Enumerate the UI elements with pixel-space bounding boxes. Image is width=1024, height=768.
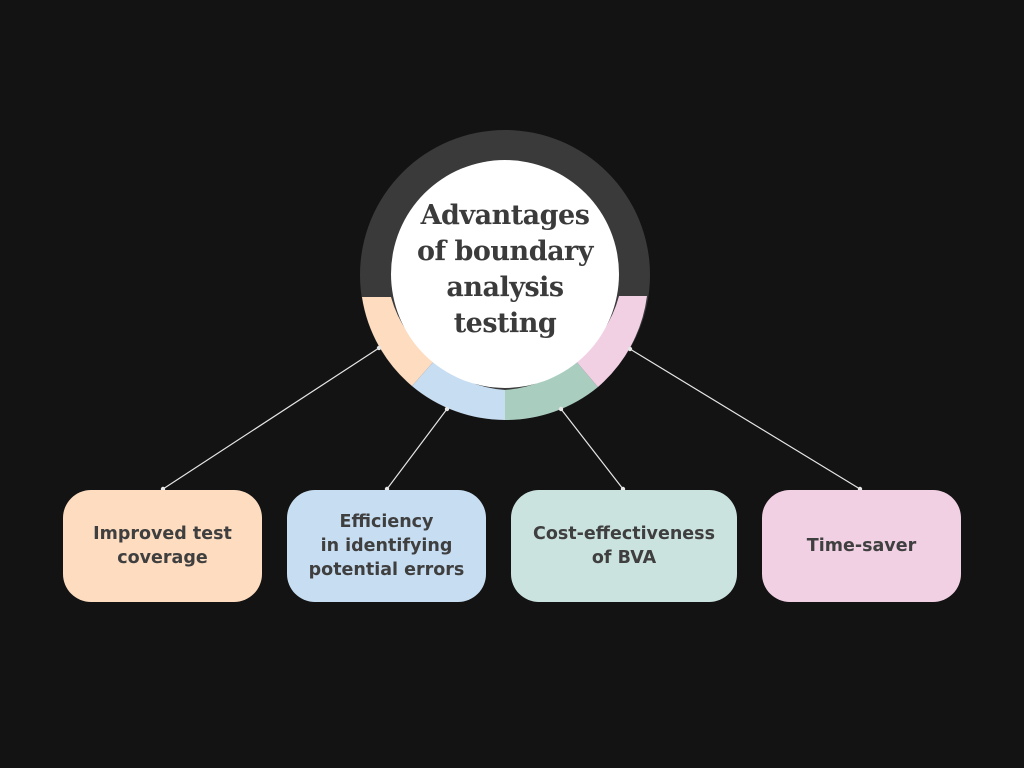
ring-segment-blue [412,360,505,420]
connector-line-4 [629,348,861,490]
ring-segment-pink [575,296,647,387]
advantage-box-time-saver: Time-saver [762,490,961,602]
advantage-box-efficiency: Efficiency in identifying potential erro… [287,490,486,602]
diagram-title-text: Advantages of boundary analysis testing [417,200,593,339]
advantage-box-improved-test-coverage: Improved test coverage [63,490,262,602]
connector-line-1 [162,347,380,490]
connector-line-3 [560,408,624,490]
center-circle [391,160,619,388]
advantage-label: Improved test coverage [93,524,232,568]
connector-line-2 [386,408,448,490]
ring-segment-peach [362,297,435,386]
diagram-title: Advantages of boundary analysis testing [395,198,615,342]
advantage-label: Time-saver [806,536,917,556]
advantage-box-cost-effectiveness: Cost-effectiveness of BVA [511,490,737,602]
ring-segment-green [505,360,598,421]
connectors [162,347,861,490]
connector-dot [376,345,382,351]
advantage-label: Efficiency in identifying potential erro… [308,512,465,580]
connector-dot [627,346,633,352]
connector-dot [444,406,450,412]
connector-dot [558,406,564,412]
advantage-label: Cost-effectiveness of BVA [533,524,715,568]
